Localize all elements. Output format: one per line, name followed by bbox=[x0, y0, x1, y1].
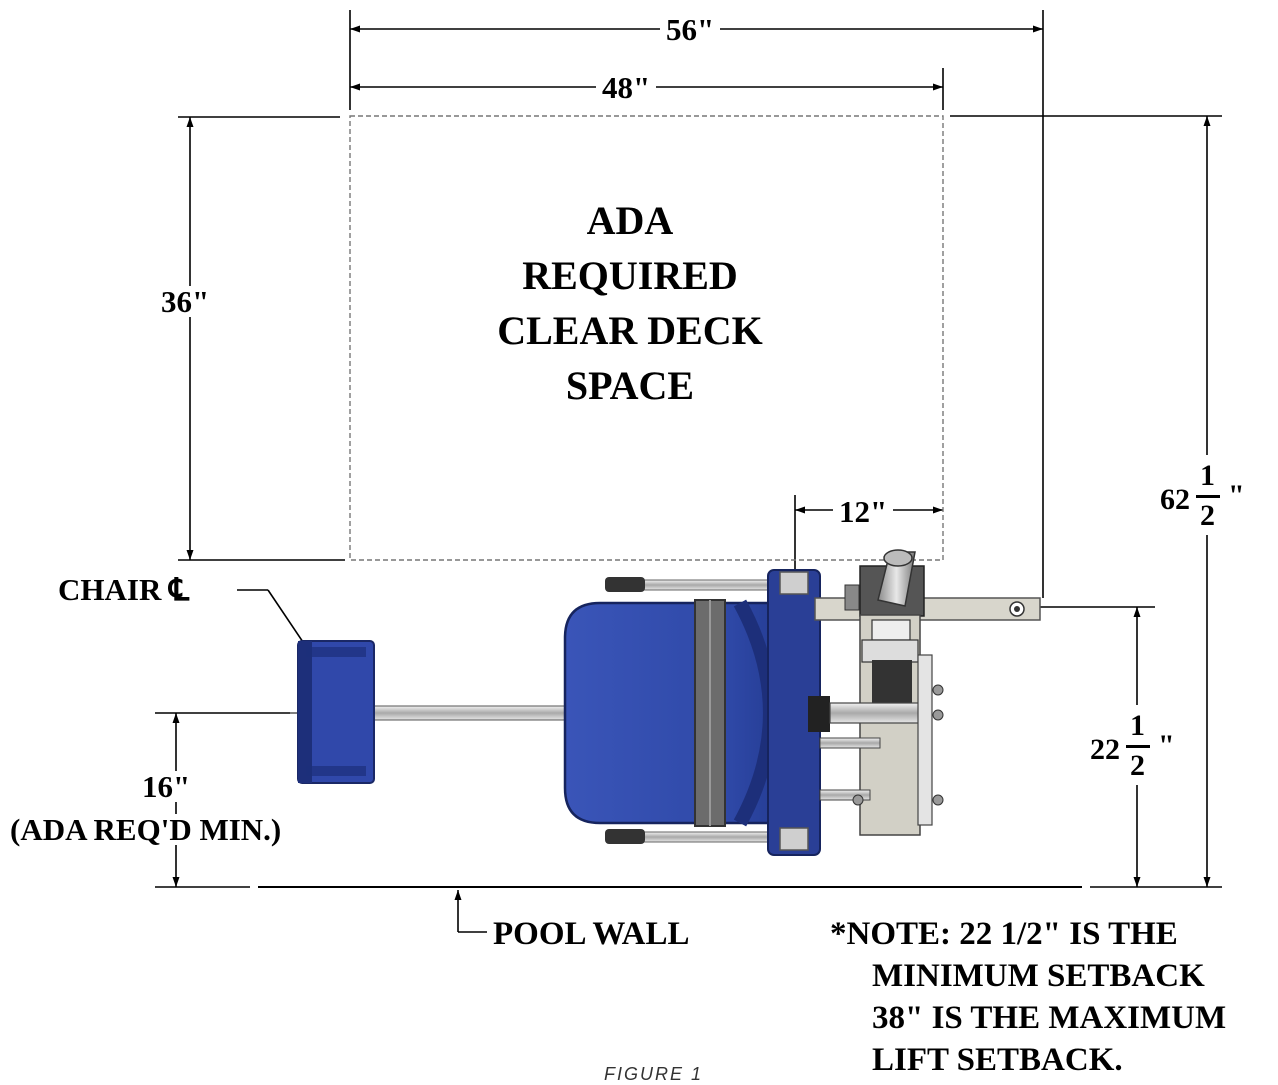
figure-caption: FIGURE 1 bbox=[604, 1064, 704, 1084]
dim-22-den: 2 bbox=[1130, 749, 1145, 782]
note-line2: MINIMUM SETBACK bbox=[872, 958, 1205, 994]
footrest bbox=[297, 640, 375, 784]
note-line3: 38" IS THE MAXIMUM bbox=[872, 1000, 1227, 1036]
clear-space-line4: SPACE bbox=[565, 363, 695, 408]
dim-12-label: 12" bbox=[833, 496, 894, 527]
dim-22-label: 22 1 2 " bbox=[1088, 705, 1184, 785]
lift-base bbox=[814, 549, 1041, 836]
dim-22-bar bbox=[1126, 745, 1150, 748]
dim-62-inch: " bbox=[1228, 479, 1245, 512]
dim-16-label: 16" bbox=[142, 769, 191, 804]
footrest-edge bbox=[298, 641, 312, 783]
mast-actuator bbox=[829, 702, 931, 724]
dim-62-label: 62 1 2 " bbox=[1158, 455, 1254, 535]
seat-pivot-block bbox=[808, 696, 830, 732]
dim-22-inch: " bbox=[1158, 729, 1175, 762]
dim-48-label: 48" bbox=[596, 72, 657, 103]
pump-cylinder bbox=[877, 551, 916, 607]
pool-wall-label: POOL WALL bbox=[493, 916, 690, 952]
dim-16-note: (ADA REQ'D MIN.) bbox=[10, 812, 282, 847]
mast-label-plate bbox=[871, 619, 911, 641]
note-line4: LIFT SETBACK. bbox=[872, 1042, 1123, 1078]
dim-22-whole: 22 bbox=[1090, 733, 1120, 766]
armrest-grip-bottom bbox=[605, 829, 645, 844]
dim-62-whole: 62 bbox=[1160, 483, 1190, 516]
dim-62-den: 2 bbox=[1200, 499, 1215, 532]
lift-seat bbox=[563, 569, 830, 856]
chair-centerline-label: CHAIR ℄ bbox=[58, 572, 189, 607]
armrest-grip-top bbox=[605, 577, 645, 592]
dim-56-label: 56" bbox=[660, 14, 721, 45]
clear-space-line1: ADA bbox=[586, 198, 674, 243]
note-line1: *NOTE: 22 1/2" IS THE bbox=[830, 916, 1178, 952]
lift-arm bbox=[369, 705, 571, 721]
arm-rod bbox=[369, 705, 571, 721]
clear-deck-space-box bbox=[349, 115, 944, 561]
dim-62-num: 1 bbox=[1200, 459, 1215, 492]
clear-space-line2: REQUIRED bbox=[522, 253, 738, 298]
clear-space-line3: CLEAR DECK bbox=[497, 308, 763, 353]
dim-22-num: 1 bbox=[1130, 709, 1145, 742]
dim-62-bar bbox=[1196, 495, 1220, 498]
dim-36-label: 36" bbox=[155, 286, 216, 317]
mast-side-plate bbox=[917, 654, 933, 826]
